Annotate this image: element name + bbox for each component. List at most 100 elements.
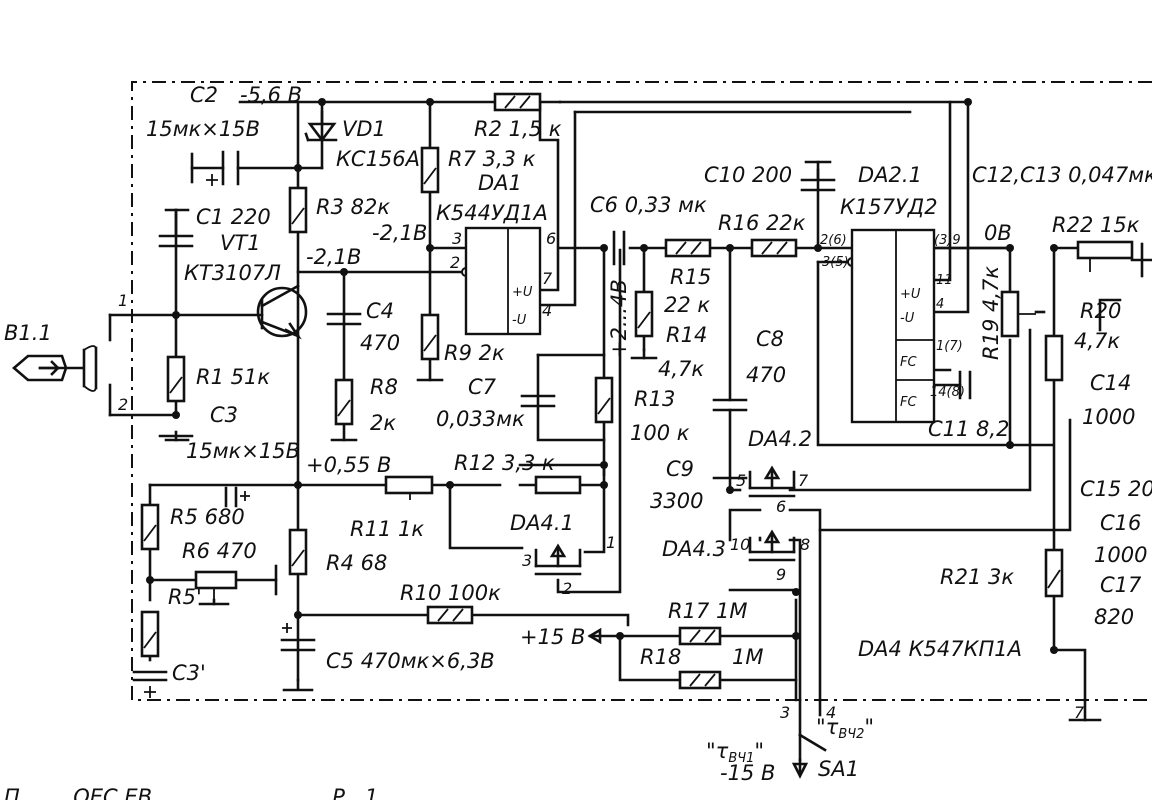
da2-chip — [850, 228, 936, 424]
label-c16: C16 — [1100, 511, 1141, 535]
c3-capacitor-pol — [224, 486, 250, 508]
r20-resistor — [1044, 334, 1064, 382]
label-neg56: -5,6 B — [240, 83, 302, 107]
r22-resistor — [1076, 240, 1134, 272]
pin-da1-mu: -U — [512, 313, 527, 328]
label-r13-val: 100 к — [630, 421, 690, 445]
label-c6: C6 0,33 мк — [590, 193, 707, 217]
pin-da2-pu: +U — [900, 287, 921, 302]
label-neg15: -15 B — [720, 761, 775, 785]
pin-sa4: 4 — [826, 703, 836, 722]
label-r17: R17 1M — [668, 599, 747, 623]
r16-resistor — [750, 238, 798, 258]
c3p-capacitor — [132, 670, 168, 698]
r10-resistor — [426, 605, 474, 625]
label-r21: R21 3к — [940, 565, 1014, 589]
pin-sw7: 7 — [798, 471, 809, 490]
label-r5p: R5' — [168, 585, 202, 609]
da4-3-switch — [748, 529, 796, 562]
r21-resistor — [1044, 548, 1064, 598]
label-r11: R11 1к — [350, 517, 424, 541]
label-plus055: +0,55 B — [306, 453, 391, 477]
label-c16-val: 1000 — [1094, 543, 1147, 567]
label-c3: C3 — [210, 403, 238, 427]
label-r19: R19 4,7к — [979, 266, 1003, 360]
label-r16: R16 22к — [718, 211, 806, 235]
c2-capacitor — [206, 150, 240, 186]
pin-da1-pu: +U — [512, 285, 533, 300]
pin-da1-7: 7 — [542, 269, 553, 288]
label-c15: C15 20= — [1080, 477, 1152, 501]
label-da2: DA2.1 — [858, 163, 922, 187]
pin-sw2: 2 — [562, 579, 572, 598]
label-r18-val: 1M — [732, 645, 763, 669]
label-c8: C8 — [756, 327, 784, 351]
c10-capacitor — [800, 160, 836, 192]
label-c17: C17 — [1100, 573, 1142, 597]
label-c14-val: 1000 — [1082, 405, 1135, 429]
r1-resistor — [166, 355, 186, 403]
label-r8: R8 — [370, 375, 398, 399]
c8-capacitor — [712, 398, 748, 412]
label-neg21a: -2,1B — [372, 221, 427, 245]
r3-resistor — [288, 186, 308, 234]
pin-sw8: 8 — [800, 535, 810, 554]
pin-sw6: 6 — [776, 497, 786, 516]
input-jack — [12, 345, 98, 392]
label-da1-type: К544УД1А — [436, 201, 548, 225]
r9-resistor — [420, 313, 440, 361]
label-r1: R1 51к — [196, 365, 270, 389]
label-r5: R5 680 — [170, 505, 245, 529]
label-0v: 0B — [984, 221, 1012, 245]
pin-sw1: 1 — [606, 533, 616, 552]
r19-resistor — [1000, 290, 1036, 338]
label-r10: R10 100к — [400, 581, 501, 605]
minus15-arrow — [791, 762, 809, 779]
label-da4: DA4 К547КП1А — [858, 637, 1022, 661]
label-da2-type: К157УД2 — [840, 195, 938, 219]
plus15-arrow — [587, 627, 602, 645]
label-c3-val: 15мк×15B — [186, 439, 300, 463]
label-c8-val: 470 — [746, 363, 786, 387]
pin-n7: 7 — [1074, 703, 1085, 722]
label-b1-pin1: 1 — [118, 291, 128, 310]
labels: B1.1 1 2 C2 -5,6 B 15мк×15B VD1 КС156А R… — [4, 83, 1152, 800]
r6-resistor — [194, 570, 238, 604]
r12-resistor — [534, 475, 582, 495]
label-vd1: VD1 — [342, 117, 386, 141]
r5p-resistor — [140, 610, 160, 658]
pin-da2-35: 3(5) — [822, 255, 849, 270]
label-c9-val: 3300 — [650, 489, 703, 513]
c6-capacitor — [612, 230, 626, 266]
label-r8-val: 2к — [370, 411, 396, 435]
label-caption: П....... ОЕС ЕВ ........................… — [4, 785, 378, 800]
pin-sa3: 3 — [780, 703, 790, 722]
r18-resistor — [678, 670, 722, 690]
pin-da1-6: 6 — [546, 229, 556, 248]
label-r6: R6 470 — [182, 539, 257, 563]
label-da43: DA4.3 — [662, 537, 726, 561]
label-da1: DA1 — [478, 171, 522, 195]
c11-capacitor — [958, 370, 972, 400]
label-tv2: "τВЧ2" — [816, 715, 874, 742]
r13-resistor — [594, 376, 614, 424]
label-c10: C10 200 — [704, 163, 792, 187]
label-vd1-type: КС156А — [336, 147, 420, 171]
label-vt1-type: КТ3107Л — [184, 261, 281, 285]
label-c14: C14 — [1090, 371, 1131, 395]
r2-resistor — [493, 92, 542, 112]
label-sa1: SA1 — [818, 757, 859, 781]
label-da41: DA4.1 — [510, 511, 574, 535]
label-r4: R4 68 — [326, 551, 387, 575]
label-c7: C7 — [468, 375, 497, 399]
label-b1-pin2: 2 — [118, 395, 128, 414]
pin-sw10: 10 — [730, 535, 750, 554]
label-c17-val: 820 — [1094, 605, 1134, 629]
label-r9: R9 2к — [444, 341, 505, 365]
label-r15-val: 22 к — [664, 293, 710, 317]
label-voltage-2-4: +2...4B — [607, 279, 631, 358]
pin-sw3: 3 — [522, 551, 532, 570]
pin-da2-fc2: FC — [900, 395, 917, 410]
label-c12-c13: C12,C13 0,047мк — [972, 163, 1152, 187]
